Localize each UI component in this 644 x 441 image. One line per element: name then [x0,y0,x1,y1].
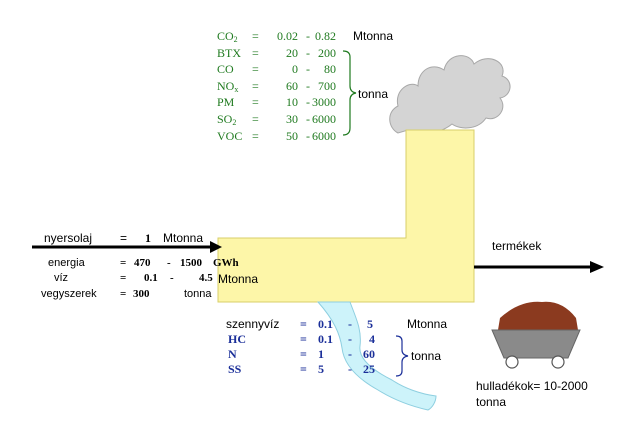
emission-min: 60 [286,79,298,93]
input-arrow-icon [32,241,222,253]
wastewater-pollutant-max: 60 [363,347,375,361]
wastewater-pollutant-max: 25 [363,362,375,376]
emission-max: 0.82 [315,29,336,43]
emission-pollutant-base: NO [217,79,235,93]
wastewater-pollutant-dash: - [348,332,352,346]
energy-unit: GWh [213,257,239,269]
emission-pollutant: VOC [217,129,243,143]
emission-dash: - [306,79,310,93]
emission-pollutant-base: CO [217,29,234,43]
output-arrow-icon [474,261,604,273]
emission-pollutant: BTX [217,46,241,60]
energy-max: 1500 [180,257,202,269]
wastewater-max: 5 [367,317,373,331]
wastewater-eq: = [300,317,307,331]
emission-pollutant-subscript: 2 [232,118,237,127]
energy-min: 470 [134,257,151,269]
crude-label: nyersolaj [44,231,93,245]
wastewater-dash: - [348,317,352,331]
emission-dash: - [306,62,310,76]
emission-pollutant: CO [217,62,234,76]
chemicals-value: 300 [133,288,150,300]
wastewater-pollutant: HC [228,332,246,346]
wastewater-pollutant: N [228,347,237,361]
wastewater-stream-icon [316,301,437,411]
wastewater-pollutant: SS [228,362,242,376]
refinery-plant-shape [217,129,475,303]
emission-min: 10 [286,95,298,109]
smoke-cloud-icon [389,55,511,134]
wastewater-unit: Mtonna [407,317,448,331]
emission-eq: = [252,46,259,60]
energy-eq: = [120,257,127,269]
emission-pollutant-base: SO [217,112,233,126]
wastewater-pollutant-eq: = [300,362,307,376]
crude-value: 1 [145,231,151,245]
emission-min: 50 [286,129,298,143]
emission-pollutant: PM [217,95,235,109]
emission-pollutant: CO2 [217,30,238,44]
wastewater-pollutant-dash: - [348,362,352,376]
wastewater-pollutant-eq: = [300,347,307,361]
emission-dash: - [306,129,310,143]
waste-label: hulladékok= 10-2000 [476,379,588,393]
emission-dash: - [306,95,310,109]
wastewater-min: 0.1 [318,317,333,331]
emission-dash: - [306,112,310,126]
energy-label: energia [48,257,85,269]
emission-eq: = [252,95,259,109]
wastewater-pollutant-max: 4 [369,332,375,346]
wastewater-label: szennyvíz [226,317,280,331]
wastewater-group-unit: tonna [411,349,442,363]
emission-pollutant-subscript: x [234,85,239,94]
emissions-brace-icon [342,50,357,136]
crude-eq: = [120,231,128,245]
emission-min: 30 [286,112,298,126]
waste-cart-icon [491,301,581,369]
chemicals-label: vegyszerek [41,288,97,300]
water-unit: Mtonna [218,272,259,286]
wastewater-pollutant-min: 5 [318,362,324,376]
water-min: 0.1 [144,272,158,284]
water-max: 4.5 [199,272,213,284]
wastewater-pollutant-min: 0.1 [318,332,333,346]
emission-max: 200 [318,46,336,60]
emission-eq: = [252,79,259,93]
water-dash: - [170,272,174,284]
emission-pollutant: NOx [217,80,238,94]
wastewater-pollutant-min: 1 [318,347,324,361]
energy-dash: - [167,257,171,269]
emission-max: 700 [318,79,336,93]
waste-unit: tonna [476,395,507,409]
emission-max: 3000 [312,95,336,109]
chemicals-unit: tonna [184,288,212,300]
emission-eq: = [252,62,259,76]
emission-max: 6000 [312,129,336,143]
wastewater-pollutant-eq: = [300,332,307,346]
crude-unit: Mtonna [163,231,204,245]
wastewater-brace-icon [395,335,409,377]
emission-min: 0 [292,62,298,76]
emission-eq: = [252,112,259,126]
emission-dash: - [306,29,310,43]
emission-max: 80 [324,62,336,76]
water-label: víz [54,272,69,284]
emission-pollutant: SO2 [217,113,236,127]
products-label: termékek [492,239,542,253]
emission-eq: = [252,129,259,143]
co2-unit: Mtonna [353,29,394,43]
water-eq: = [120,272,127,284]
chemicals-eq: = [120,288,127,300]
emission-max: 6000 [312,112,336,126]
emission-min: 20 [286,46,298,60]
emission-dash: - [306,46,310,60]
emission-eq: = [252,29,259,43]
emission-min: 0.02 [277,29,298,43]
emission-pollutant-subscript: 2 [233,35,238,44]
emissions-group-unit: tonna [358,87,389,101]
wastewater-pollutant-dash: - [348,347,352,361]
